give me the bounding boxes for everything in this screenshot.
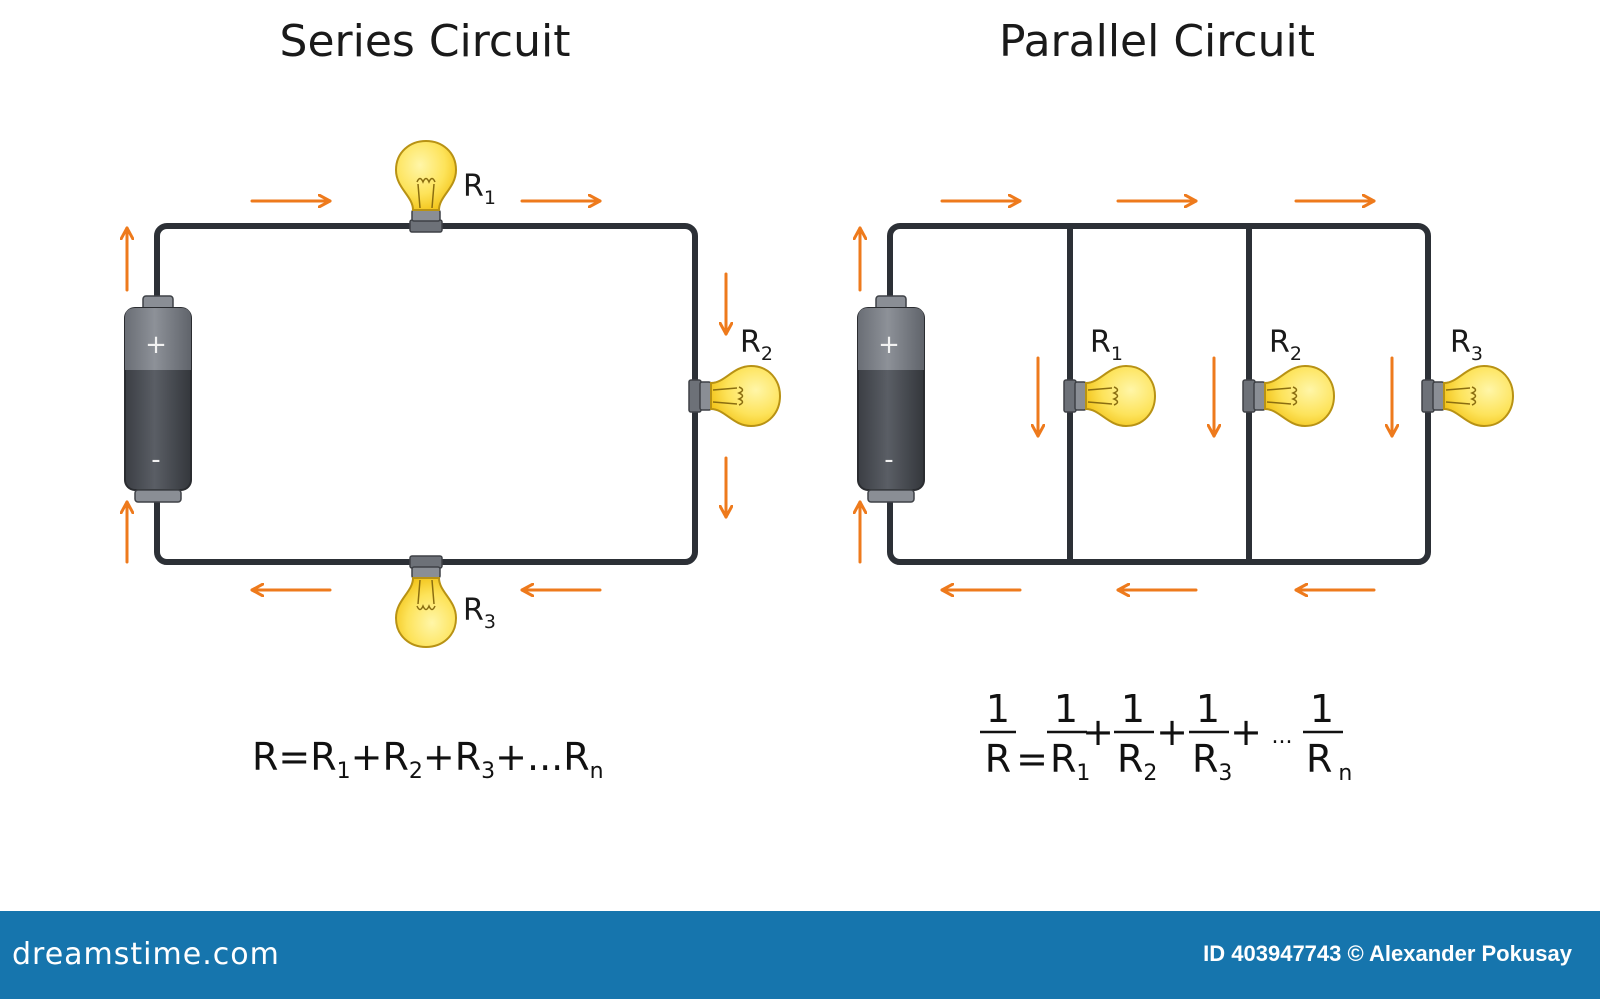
series-label-r2: R2 bbox=[740, 325, 773, 365]
parallel-wire-loop bbox=[887, 223, 1431, 565]
series-bulb-r3 bbox=[395, 555, 457, 648]
parallel-bulb-r1 bbox=[1063, 365, 1156, 427]
parallel-label-r2: R2 bbox=[1269, 325, 1302, 365]
frac-1-den: R1 bbox=[1050, 737, 1090, 786]
parallel-battery-plus: + bbox=[878, 330, 900, 360]
frac-dots: ... bbox=[1272, 724, 1293, 749]
frac-2-den: R2 bbox=[1117, 737, 1157, 786]
frac-eq: = bbox=[1016, 737, 1048, 781]
frac-2-num: 1 bbox=[1121, 687, 1145, 731]
series-battery-plus: + bbox=[145, 330, 167, 360]
series-title: Series Circuit bbox=[280, 16, 571, 67]
brand-logo-text[interactable]: dreamstime.com bbox=[12, 937, 280, 972]
series-battery-minus: - bbox=[151, 445, 160, 475]
series-label-r1: R1 bbox=[463, 169, 496, 209]
frac-lhs-num: 1 bbox=[986, 687, 1010, 731]
series-bulb-r2 bbox=[688, 365, 781, 427]
parallel-battery: + - bbox=[857, 295, 925, 503]
footer-bar: dreamstime.com ID 403947743 © Alexander … bbox=[0, 911, 1600, 999]
parallel-title: Parallel Circuit bbox=[999, 16, 1315, 67]
series-formula: R=R1+R2+R3+...Rn bbox=[252, 735, 604, 784]
frac-1-num: 1 bbox=[1054, 687, 1078, 731]
parallel-bulb-r2 bbox=[1242, 365, 1335, 427]
frac-3-num: 1 bbox=[1196, 687, 1220, 731]
parallel-label-r3: R3 bbox=[1450, 325, 1483, 365]
image-credit: ID 403947743 © Alexander Pokusay bbox=[1203, 941, 1572, 966]
parallel-label-r1: R1 bbox=[1090, 325, 1123, 365]
series-wire-loop bbox=[154, 223, 698, 565]
parallel-bulb-r3 bbox=[1421, 365, 1514, 427]
series-bulb-r1 bbox=[395, 140, 457, 233]
frac-plus-2: + bbox=[1156, 710, 1188, 754]
series-battery: + - bbox=[124, 295, 192, 503]
frac-3-den: R3 bbox=[1192, 737, 1232, 786]
parallel-battery-minus: - bbox=[884, 445, 893, 475]
frac-lhs-den: R bbox=[985, 737, 1011, 781]
frac-plus-3: + bbox=[1230, 710, 1262, 754]
frac-plus-1: + bbox=[1082, 710, 1114, 754]
frac-n-num: 1 bbox=[1310, 687, 1334, 731]
series-label-r3: R3 bbox=[463, 593, 496, 633]
circuit-diagram: Series Circuit + - R1 R2 R3 R=R1+R2+R3+.… bbox=[0, 16, 1514, 786]
